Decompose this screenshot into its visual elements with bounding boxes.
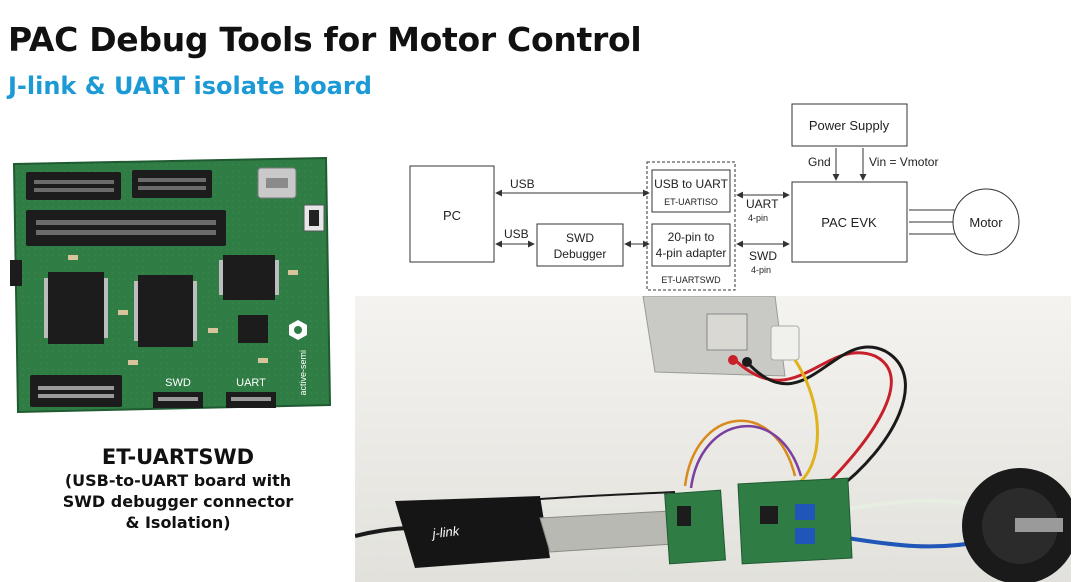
pin-header-bottom-left bbox=[30, 375, 122, 407]
silkscreen-brand: active-semi bbox=[298, 350, 308, 396]
board-description: (USB-to-UART board with SWD debugger con… bbox=[62, 471, 294, 532]
brand-logo-icon bbox=[289, 320, 307, 340]
pac-evk-box bbox=[791, 181, 908, 263]
gnd-label: Gnd bbox=[808, 155, 831, 169]
isolate-board-chip bbox=[677, 506, 691, 526]
bottom-header-pins bbox=[38, 386, 271, 401]
evk-capacitor-2 bbox=[795, 528, 815, 544]
swd-debugger-box bbox=[536, 223, 624, 267]
motor-circle bbox=[952, 188, 1020, 256]
jlink-label: j-link bbox=[430, 523, 462, 541]
motor-phase-lines bbox=[909, 209, 955, 235]
passive-components bbox=[68, 255, 298, 365]
wire-red bbox=[733, 351, 893, 488]
swd-label: SWD bbox=[749, 249, 777, 263]
et-uartiso-label: ET-UARTISO bbox=[664, 197, 718, 207]
uart-label: UART bbox=[746, 197, 779, 211]
swd-debugger-line2: Debugger bbox=[554, 247, 607, 261]
board-caption: ET-UARTSWD (USB-to-UART board with SWD d… bbox=[20, 444, 336, 533]
usb-port-opening bbox=[266, 178, 288, 188]
pin-adapter-box bbox=[651, 223, 731, 267]
connection-block-diagram: PC USB USB SWD Debugger USB to UART ET-U… bbox=[409, 103, 1020, 291]
silkscreen-swd: SWD bbox=[165, 377, 191, 389]
board-name: ET-UARTSWD bbox=[101, 445, 255, 469]
wire-ribbon-purple bbox=[689, 424, 803, 489]
adapter-line2: 4-pin adapter bbox=[656, 246, 727, 260]
isolate-board bbox=[664, 489, 726, 565]
pc-box bbox=[409, 165, 495, 263]
power-supply-panel bbox=[706, 313, 748, 351]
usb-to-uart-box bbox=[651, 169, 731, 213]
et-uartswd-board-image: SWD UART active-semi bbox=[10, 156, 332, 414]
et-uartswd-label: ET-UARTSWD bbox=[661, 275, 721, 285]
evk-capacitor-1 bbox=[795, 504, 815, 520]
usb-top-label: USB bbox=[510, 177, 535, 191]
header-pins bbox=[34, 178, 216, 235]
jlink-device bbox=[395, 496, 550, 568]
wire-yellow bbox=[793, 359, 819, 488]
adapter-line1: 20-pin to bbox=[668, 230, 715, 244]
pin-header-top-left bbox=[26, 172, 121, 200]
swd-debugger-line1: SWD bbox=[566, 231, 594, 245]
wire-black bbox=[745, 345, 907, 493]
power-supply-label: Power Supply bbox=[809, 118, 890, 133]
jumper-pins bbox=[309, 210, 319, 226]
ic-chip-right bbox=[223, 255, 275, 300]
chip-leads bbox=[44, 260, 279, 341]
usb-bottom-label: USB bbox=[504, 227, 529, 241]
pac-evk-label: PAC EVK bbox=[821, 215, 877, 230]
usb-to-uart-label: USB to UART bbox=[654, 177, 728, 191]
isolation-board-group bbox=[646, 161, 736, 291]
vin-label: Vin = Vmotor bbox=[869, 155, 938, 169]
motor-shaft bbox=[1015, 518, 1063, 532]
slide-subtitle: J-link & UART isolate board bbox=[8, 72, 372, 100]
slide-title: PAC Debug Tools for Motor Control bbox=[8, 20, 642, 59]
evk-chip bbox=[760, 506, 778, 524]
uart-pins-label: 4-pin bbox=[748, 213, 768, 223]
pin-header-top-mid bbox=[132, 170, 212, 198]
ic-chip-mid bbox=[138, 275, 193, 347]
white-connector-housing bbox=[770, 325, 800, 361]
pc-label: PC bbox=[443, 208, 461, 223]
bench-setup-photo: j-link bbox=[355, 296, 1071, 582]
wire-ribbon-orange bbox=[683, 419, 797, 487]
ic-chip-left bbox=[48, 272, 104, 344]
ic-chip-small bbox=[238, 315, 268, 343]
pac-evk-board bbox=[737, 477, 853, 565]
silkscreen-uart: UART bbox=[236, 377, 266, 389]
power-terminal-red bbox=[728, 355, 738, 365]
power-supply-box bbox=[791, 103, 908, 147]
motor-label: Motor bbox=[969, 215, 1003, 230]
wire-green bbox=[834, 498, 976, 513]
pin-header-20pin bbox=[26, 210, 226, 246]
swd-pins-label: 4-pin bbox=[751, 265, 771, 275]
side-connector bbox=[10, 260, 22, 286]
